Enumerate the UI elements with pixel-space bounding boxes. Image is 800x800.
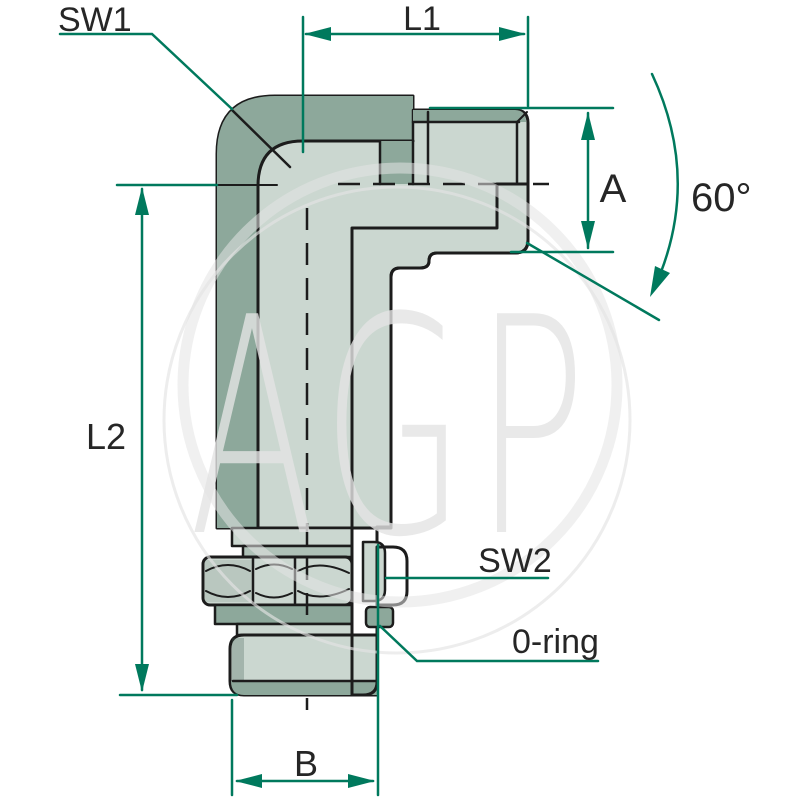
b-arrow-right (348, 774, 375, 788)
sw1-flats-line (230, 108, 292, 169)
a-arrow-top (581, 112, 595, 140)
l2-arrow-top (135, 187, 149, 215)
angle-arc (650, 72, 679, 293)
label-angle: 60° (691, 176, 752, 220)
a-arrow-bottom (581, 221, 595, 249)
washer (213, 603, 354, 626)
sw1-leader (58, 32, 234, 111)
l1-arrow-right (499, 27, 526, 41)
label-sw1: SW1 (58, 1, 132, 39)
label-l1: L1 (403, 0, 441, 38)
b-arrow-left (235, 774, 262, 788)
l1-arrow-left (304, 27, 331, 41)
o-ring-section (364, 605, 395, 629)
label-l2: L2 (86, 416, 126, 457)
watermark-text: AGP (189, 253, 595, 603)
stud-left-shade (232, 638, 244, 680)
elbow-outer-wall (217, 96, 413, 528)
label-a: A (600, 167, 627, 211)
l2-arrow-bottom (135, 664, 149, 692)
watermark-circle (162, 185, 632, 655)
cone-flank-line (525, 241, 661, 322)
oring-leader (378, 624, 600, 663)
watermark-swoosh (177, 162, 623, 608)
stud-bottom-band (231, 681, 377, 695)
label-oring: 0-ring (512, 623, 599, 661)
port-shoulder (380, 141, 413, 184)
dimension-annotations (58, 15, 679, 797)
dimension-labels: SW1 L1 A 60° L2 SW2 0-ring B (58, 0, 752, 784)
angle-arc-arrow (650, 266, 670, 297)
fitting-body (201, 94, 549, 710)
label-b: B (294, 743, 318, 784)
port-thread-band (413, 110, 526, 122)
watermark: AGP (162, 162, 632, 655)
label-sw2: SW2 (478, 542, 552, 580)
elbow-inner-edge (256, 139, 415, 530)
